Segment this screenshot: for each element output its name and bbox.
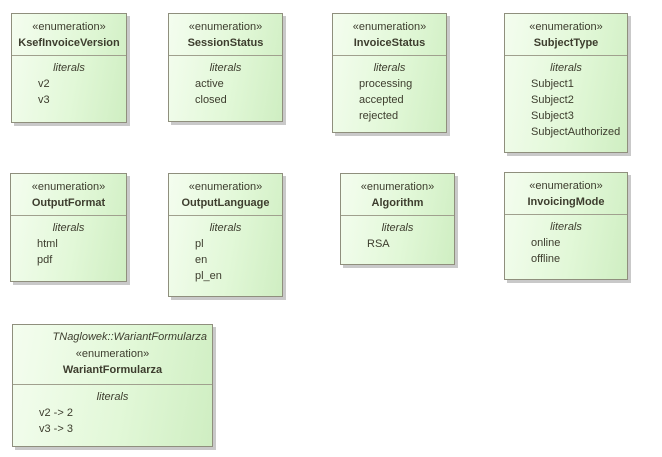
enum-body: literals Subject1 Subject2 Subject3 Subj… bbox=[505, 55, 627, 152]
literal-item: pl_en bbox=[195, 270, 222, 282]
literal-item: online bbox=[531, 237, 561, 249]
enum-body: literals v2 -> 2 v3 -> 3 bbox=[13, 384, 212, 446]
literal-item: active bbox=[195, 78, 224, 90]
literals-label: literals bbox=[550, 62, 582, 74]
enum-header: «enumeration» SubjectType bbox=[505, 14, 627, 55]
enum-body: literals RSA bbox=[341, 215, 454, 264]
stereotype-label: «enumeration» bbox=[529, 180, 603, 192]
stereotype-label: «enumeration» bbox=[529, 21, 603, 33]
literal-item: accepted bbox=[359, 94, 404, 106]
enum-header: «enumeration» OutputLanguage bbox=[169, 174, 282, 215]
enum-box-wariantformularza[interactable]: TNaglowek::WariantFormularza «enumeratio… bbox=[12, 324, 213, 447]
enum-box-invoicestatus[interactable]: «enumeration» InvoiceStatus literals pro… bbox=[332, 13, 447, 133]
enum-body: literals online offline bbox=[505, 214, 627, 279]
enum-body: literals active closed bbox=[169, 55, 282, 121]
enum-header: «enumeration» SessionStatus bbox=[169, 14, 282, 55]
literal-item: v2 -> 2 bbox=[39, 407, 73, 419]
enum-box-outputformat[interactable]: «enumeration» OutputFormat literals html… bbox=[10, 173, 127, 282]
namespace-qualifier-label: TNaglowek::WariantFormularza bbox=[52, 331, 207, 343]
literals-label: literals bbox=[373, 62, 406, 74]
literal-item: Subject2 bbox=[531, 94, 574, 106]
stereotype-label: «enumeration» bbox=[32, 21, 106, 33]
literal-item: Subject3 bbox=[531, 110, 574, 122]
enum-body: literals pl en pl_en bbox=[169, 215, 282, 296]
literals-label: literals bbox=[209, 222, 242, 234]
enum-body: literals processing accepted rejected bbox=[333, 55, 446, 132]
literals-label: literals bbox=[381, 222, 414, 234]
literal-item: v3 bbox=[38, 94, 50, 106]
stereotype-label: «enumeration» bbox=[75, 348, 150, 360]
enum-header: «enumeration» KsefInvoiceVersion bbox=[12, 14, 126, 55]
enum-name: WariantFormularza bbox=[62, 364, 163, 376]
enum-header: TNaglowek::WariantFormularza «enumeratio… bbox=[13, 325, 212, 384]
literal-item: pdf bbox=[37, 254, 53, 266]
enum-box-sessionstatus[interactable]: «enumeration» SessionStatus literals act… bbox=[168, 13, 283, 122]
enum-name: InvoiceStatus bbox=[353, 37, 426, 49]
enum-name: KsefInvoiceVersion bbox=[18, 37, 120, 49]
literals-label: literals bbox=[53, 62, 85, 74]
enum-header: «enumeration» Algorithm bbox=[341, 174, 454, 215]
stereotype-label: «enumeration» bbox=[188, 21, 263, 33]
literal-item: offline bbox=[531, 253, 561, 265]
enum-box-algorithm[interactable]: «enumeration» Algorithm literals RSA bbox=[340, 173, 455, 265]
enum-header: «enumeration» InvoicingMode bbox=[505, 173, 627, 214]
enum-name: InvoicingMode bbox=[527, 196, 605, 208]
literal-item: SubjectAuthorized bbox=[531, 126, 621, 138]
literal-item: v3 -> 3 bbox=[39, 423, 73, 435]
literals-label: literals bbox=[209, 62, 242, 74]
enum-body: literals html pdf bbox=[11, 215, 126, 281]
literal-item: en bbox=[195, 254, 208, 266]
literal-item: v2 bbox=[38, 78, 50, 90]
literal-item: rejected bbox=[359, 110, 399, 122]
enum-header: «enumeration» OutputFormat bbox=[11, 174, 126, 215]
stereotype-label: «enumeration» bbox=[352, 21, 427, 33]
enum-body: literals v2 v3 bbox=[12, 55, 126, 122]
enum-name: OutputFormat bbox=[31, 197, 106, 209]
literals-label: literals bbox=[550, 221, 582, 233]
enum-header: «enumeration» InvoiceStatus bbox=[333, 14, 446, 55]
enum-box-invoicingmode[interactable]: «enumeration» InvoicingMode literals onl… bbox=[504, 172, 628, 280]
literals-label: literals bbox=[52, 222, 85, 234]
enum-name: Algorithm bbox=[371, 197, 424, 209]
literals-label: literals bbox=[96, 391, 129, 403]
enum-name: SubjectType bbox=[533, 37, 599, 49]
literal-item: RSA bbox=[367, 238, 390, 250]
enum-box-outputlanguage[interactable]: «enumeration» OutputLanguage literals pl… bbox=[168, 173, 283, 297]
literal-item: processing bbox=[359, 78, 413, 90]
literal-item: html bbox=[37, 238, 58, 250]
literal-item: pl bbox=[195, 238, 204, 250]
enum-name: OutputLanguage bbox=[181, 197, 270, 209]
stereotype-label: «enumeration» bbox=[31, 181, 106, 193]
literal-item: closed bbox=[195, 94, 227, 106]
enum-box-ksefinvoiceversion[interactable]: «enumeration» KsefInvoiceVersion literal… bbox=[11, 13, 127, 123]
enum-name: SessionStatus bbox=[187, 37, 264, 49]
literal-item: Subject1 bbox=[531, 78, 574, 90]
enum-box-subjecttype[interactable]: «enumeration» SubjectType literals Subje… bbox=[504, 13, 628, 153]
stereotype-label: «enumeration» bbox=[188, 181, 263, 193]
stereotype-label: «enumeration» bbox=[360, 181, 435, 193]
